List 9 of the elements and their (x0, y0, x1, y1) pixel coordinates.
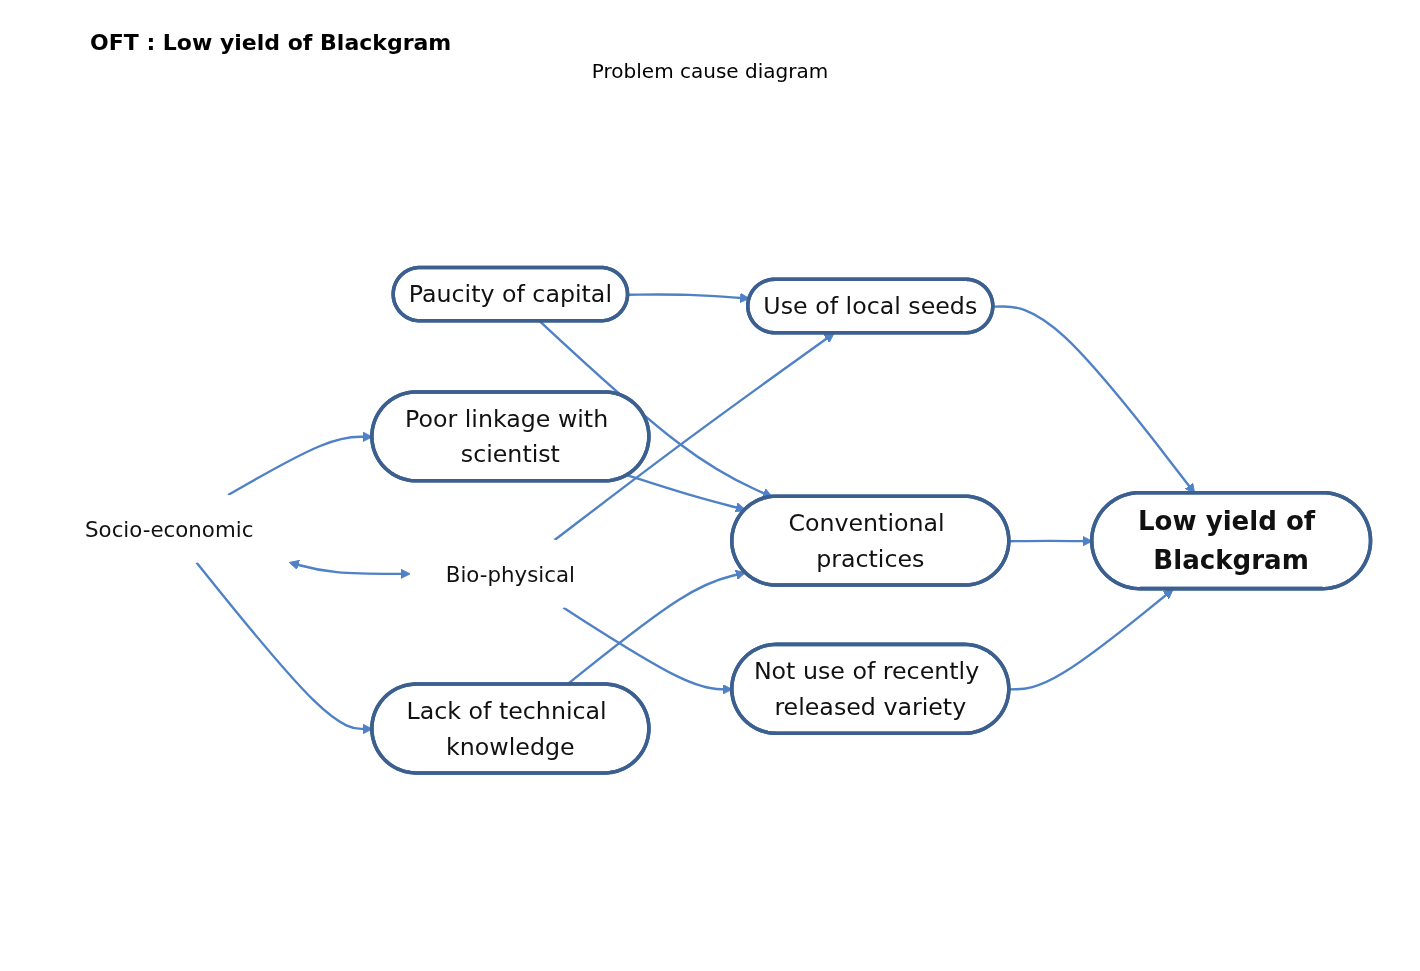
node-text: Socio-economic (85, 516, 254, 542)
arrow (539, 320, 773, 498)
arrow (288, 559, 411, 579)
diagram-title: OFT : Low yield of Blackgram (90, 30, 452, 55)
subtitle: Problem cause diagram (591, 59, 829, 83)
arrow (1009, 588, 1174, 691)
node-text: Bio-physical (445, 561, 575, 587)
arrow (553, 332, 835, 541)
arrow (627, 473, 746, 513)
